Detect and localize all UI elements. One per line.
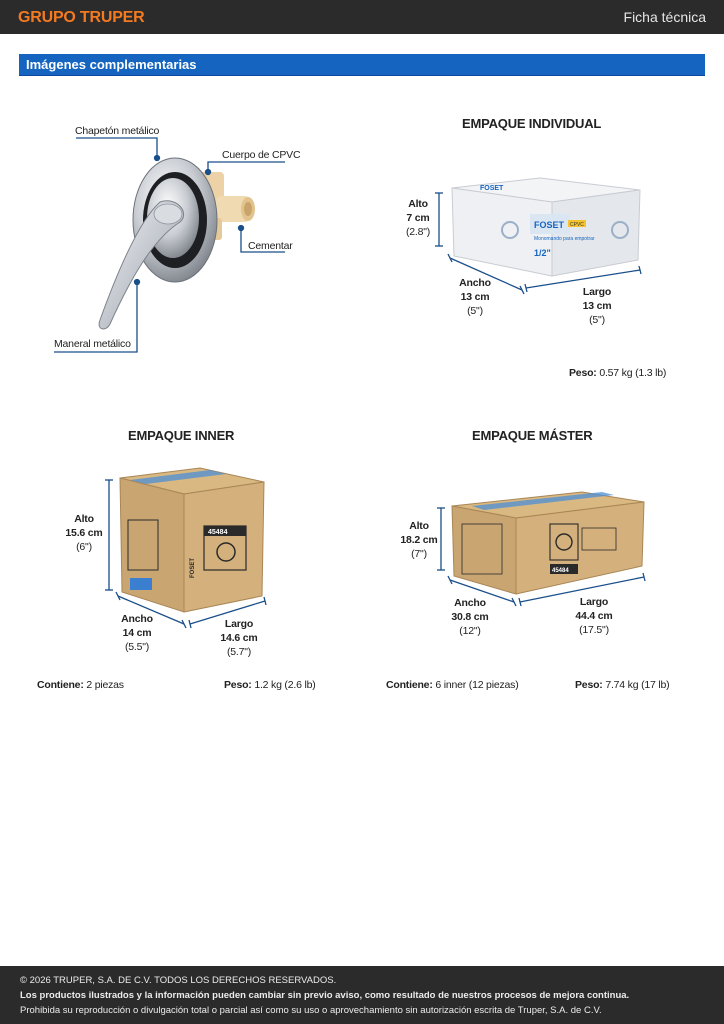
individual-box-badge: CPVC [570,222,584,228]
footer: © 2026 TRUPER, S.A. DE C.V. TODOS LOS DE… [0,966,724,1024]
inner-box-diagram: 45484 FOSET [105,467,267,629]
master-title: EMPAQUE MÁSTER [472,428,593,443]
master-peso: Peso: 7.74 kg (17 lb) [575,679,670,691]
master-contiene: Contiene: 6 inner (12 piezas) [386,679,519,691]
label-cementar: Cementar [248,240,293,252]
footer-notice: Los productos ilustrados y la informació… [20,990,630,1001]
brand-logo: GRUPO TRUPER [18,9,145,26]
section-header: Imágenes complementarias [19,54,705,76]
individual-box-name: Monomando para empotrar [534,236,595,242]
label-chapeton: Chapetón metálico [75,125,160,137]
individual-peso: Peso: 0.57 kg (1.3 lb) [569,367,667,379]
lever-handle [98,200,185,330]
individual-box-brand: FOSET [534,220,565,230]
inner-contiene: Contiene: 2 piezas [37,679,124,691]
master-box-code: 45484 [552,568,569,574]
individual-box-top-brand: FOSET [480,185,504,192]
individual-title: EMPAQUE INDIVIDUAL [462,116,602,131]
individual-box-diagram: FOSET CPVC Monomando para empotrar 1/2" … [435,177,642,295]
top-bar: GRUPO TRUPER Ficha técnica [0,0,724,34]
master-box-diagram: 45484 [437,491,646,607]
footer-prohibition: Prohibida su reproducción o divulgación … [20,1005,602,1016]
label-cuerpo-cpvc: Cuerpo de CPVC [222,149,301,161]
individual-box-size: 1/2" [534,248,551,258]
inner-box-code: 45484 [208,529,228,536]
section-title: Imágenes complementarias [26,57,197,72]
faucet-diagram [54,137,285,353]
footer-copyright: © 2026 TRUPER, S.A. DE C.V. TODOS LOS DE… [20,975,337,986]
inner-title: EMPAQUE INNER [128,428,235,443]
label-maneral: Maneral metálico [54,338,131,350]
inner-box-brand: FOSET [190,558,196,578]
inner-peso: Peso: 1.2 kg (2.6 lb) [224,679,316,691]
document-type: Ficha técnica [623,9,706,25]
